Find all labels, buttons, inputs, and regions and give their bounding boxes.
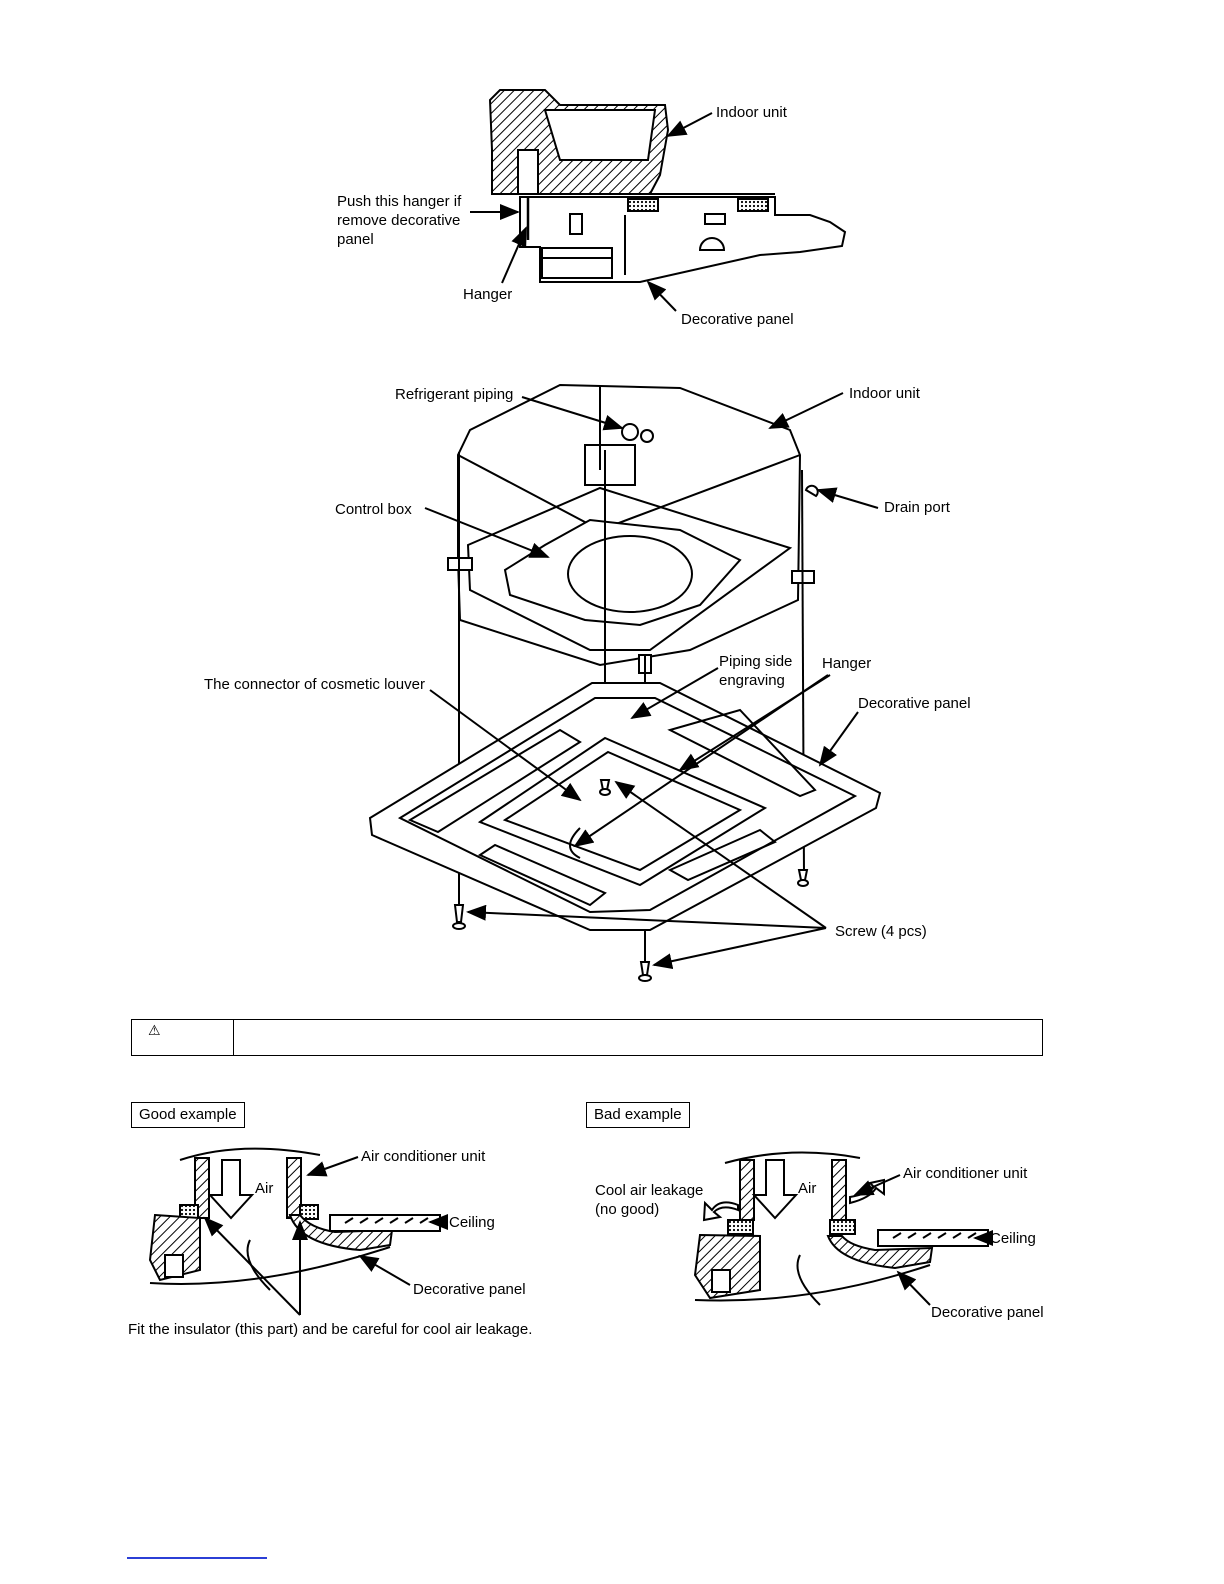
warning-triangle-icon: ⚠	[148, 1022, 161, 1038]
label-drain-port: Drain port	[884, 499, 950, 516]
air-arrow-down	[207, 1159, 255, 1220]
air-arrow-down	[751, 1159, 799, 1220]
label-connector-louver: The connector of cosmetic louver	[204, 676, 425, 693]
label-screw-4pcs: Screw (4 pcs)	[835, 923, 927, 940]
label-hanger-fig1: Hanger	[463, 286, 513, 303]
screw-1	[453, 904, 465, 923]
bad-example-drawing	[693, 1151, 993, 1306]
good-example-drawing	[148, 1147, 448, 1316]
cool-air-leakage-arrow-left	[702, 1200, 739, 1222]
footer-link-underline	[127, 1557, 267, 1559]
label-decorative-panel-fig2: Decorative panel	[858, 695, 971, 712]
label-ceiling-good: Ceiling	[449, 1214, 495, 1231]
label-air-good: Air	[255, 1180, 274, 1197]
label-hanger-fig2: Hanger	[822, 655, 872, 672]
label-push-hanger: Push this hanger if remove decorative pa…	[337, 193, 462, 248]
bad-example-title: Bad example	[586, 1102, 690, 1128]
label-piping-side-engraving: Piping side engraving	[719, 653, 793, 689]
label-control-box: Control box	[335, 501, 412, 518]
label-refrigerant-piping: Refrigerant piping	[395, 386, 514, 403]
label-indoor-unit-fig2: Indoor unit	[849, 385, 920, 402]
label-cool-air-leakage: Cool air leakage (no good)	[595, 1182, 704, 1218]
warning-box-divider	[233, 1020, 234, 1055]
label-indoor-unit-fig1: Indoor unit	[716, 104, 787, 121]
figure1-cross-section	[470, 89, 847, 312]
label-air-conditioner-unit-good: Air conditioner unit	[361, 1148, 486, 1165]
figure2-exploded-view	[368, 383, 882, 982]
good-example-note: Fit the insulator (this part) and be car…	[128, 1321, 533, 1338]
label-air-bad: Air	[798, 1180, 817, 1197]
label-decorative-panel-bad: Decorative panel	[931, 1304, 1044, 1321]
screw-4	[639, 961, 651, 976]
label-decorative-panel-good: Decorative panel	[413, 1281, 526, 1298]
label-air-conditioner-unit-bad: Air conditioner unit	[903, 1165, 1028, 1182]
label-decorative-panel-fig1: Decorative panel	[681, 311, 794, 328]
screw-3	[797, 869, 809, 881]
good-example-title: Good example	[131, 1102, 245, 1128]
warning-box: ⚠	[131, 1019, 1043, 1056]
label-ceiling-bad: Ceiling	[990, 1230, 1036, 1247]
